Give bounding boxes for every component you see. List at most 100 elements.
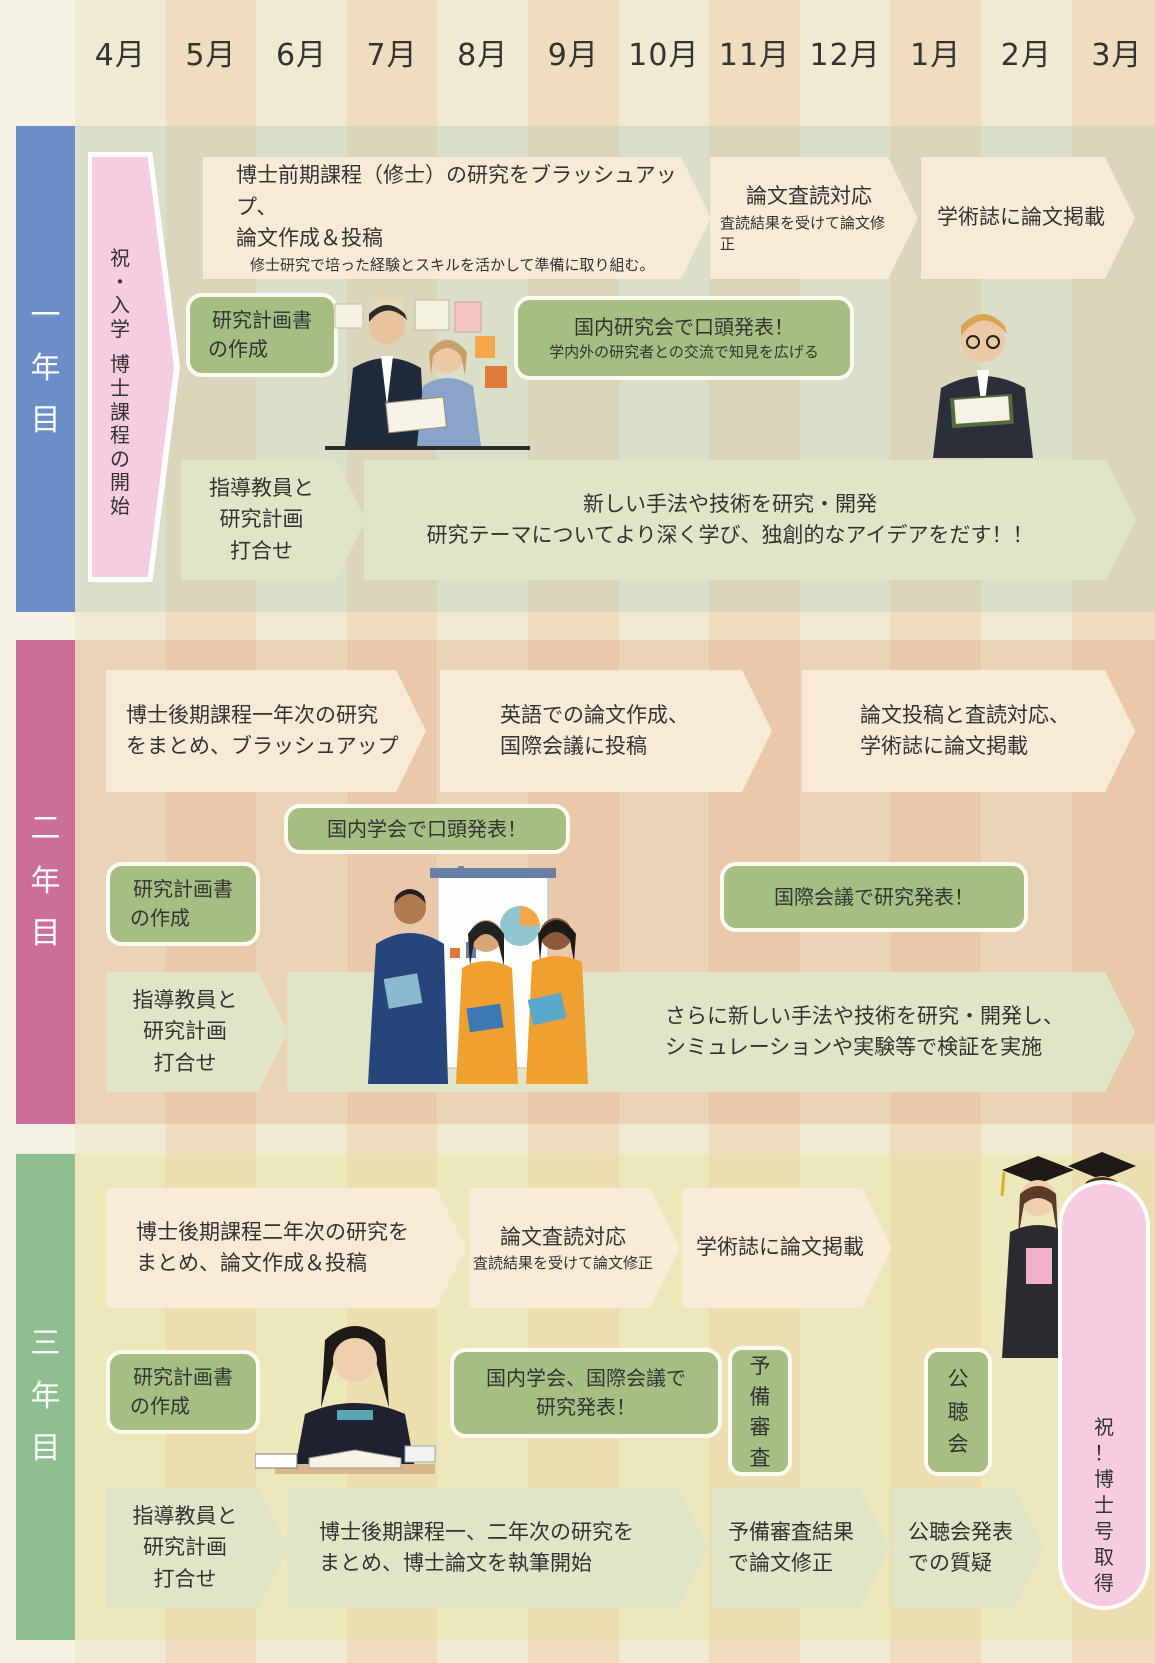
advisor-meeting-arrow: 指導教員と 研究計画 打合せ (181, 460, 366, 580)
text: まとめ、博士論文を執筆開始 (319, 1551, 592, 1575)
year-char: 三 (30, 1326, 61, 1362)
text: 学内外の研究者との交流で知見を広げる (549, 343, 819, 361)
text: 査読結果を受けて論文修正 (472, 1254, 653, 1273)
year1-summary-arrow: 博士後期課程一年次の研究 をまとめ、ブラッシュアップ (106, 670, 426, 792)
text: 研究計画書 (212, 308, 312, 332)
text: 国際会議で研究発表！ (774, 884, 974, 909)
text: 国際会議に投稿 (500, 734, 647, 758)
advisor-meeting-arrow: 指導教員と 研究計画 打合せ (106, 1488, 288, 1608)
text: をまとめ、ブラッシュアップ (126, 734, 399, 758)
thesis-writer-illustration (255, 1326, 436, 1474)
month-label: 10月 (628, 38, 700, 73)
text: 打合せ (153, 1566, 217, 1591)
start-label-char: 士 (110, 375, 130, 400)
text: 予備審査結果 (728, 1519, 854, 1544)
text: 国内学会で口頭発表！ (327, 816, 527, 841)
journal-publication-arrow: 学術誌に論文掲載 (682, 1188, 892, 1308)
degree-char: 博 (1094, 1467, 1114, 1491)
text: 指導教員と (209, 475, 314, 500)
text: 指導教員と (132, 1503, 238, 1528)
master-research-brushup-arrow: 博士前期課程（修士）の研究をブラッシュアップ、 論文作成＆投稿 修士研究で培った… (203, 157, 711, 279)
research-plan-pill: 研究計画書 の作成 (186, 293, 338, 377)
text: 学術誌に論文掲載 (696, 1235, 864, 1260)
thesis-writing-arrow: 博士後期課程一、二年次の研究を まとめ、博士論文を執筆開始 (287, 1488, 709, 1608)
public-hearing-qa-arrow: 公聴会発表 での質疑 (892, 1488, 1044, 1608)
public-hearing-char: 聴 (947, 1399, 969, 1424)
month-label: 7月 (366, 38, 418, 73)
start-label-char: 博 (110, 352, 130, 377)
text: 研究計画 (143, 1019, 227, 1044)
text: 研究計画 (143, 1535, 227, 1560)
text: 修士研究で培った経験とスキルを活かして準備に取り組む。 (250, 255, 655, 274)
presentation-illustration (368, 866, 588, 1084)
text: 学術誌に論文掲載 (937, 205, 1105, 230)
text: 研究テーマについてより深く学び、独創的なアイデアをだす！！ (426, 523, 1034, 547)
text: の作成 (130, 1394, 190, 1418)
degree-char: 祝 (1094, 1415, 1114, 1439)
prelim-char: 査 (749, 1445, 771, 1470)
advisor-meeting-arrow: 指導教員と 研究計画 打合せ (106, 972, 288, 1092)
text: 論文投稿と査読対応、 (860, 702, 1070, 727)
text: の作成 (130, 906, 190, 930)
text: 研究発表！ (536, 1395, 636, 1419)
text: 打合せ (153, 1050, 217, 1075)
text: 研究計画書 (133, 877, 233, 901)
month-label: 8月 (457, 38, 509, 73)
prelim-char: 予 (749, 1354, 771, 1378)
public-hearing-char: 会 (947, 1432, 969, 1457)
text: 公聴会発表 (908, 1519, 1013, 1544)
start-label-char: 始 (110, 493, 130, 518)
text: の作成 (208, 337, 268, 361)
text: 博士前期課程（修士）の研究をブラッシュアップ、 (236, 163, 677, 219)
thesis-revision-arrow: 予備審査結果 で論文修正 (712, 1488, 890, 1608)
year3-tab: 三 年 目 (16, 1154, 75, 1640)
text: で論文修正 (728, 1551, 833, 1575)
month-label: 2月 (1000, 38, 1052, 73)
text: 国内学会、国際会議で (486, 1366, 686, 1390)
text: 国内研究会で口頭発表！ (574, 315, 794, 339)
degree-char: ！ (1094, 1441, 1114, 1465)
conference-presentation-pill: 国内学会、国際会議で 研究発表！ (450, 1348, 722, 1438)
domestic-conference-pill: 国内学会で口頭発表！ (284, 804, 570, 854)
month-label: 12月 (809, 38, 881, 73)
year-char: 目 (30, 403, 61, 439)
text: まとめ、論文作成＆投稿 (136, 1251, 367, 1275)
text: 博士後期課程二年次の研究を (136, 1219, 409, 1244)
paper-review-arrow: 論文査読対応 査読結果を受けて論文修正 (470, 1188, 680, 1308)
year2-tab: 二 年 目 (16, 640, 75, 1124)
year-char: 年 (30, 350, 61, 386)
public-hearing-char: 公 (947, 1367, 969, 1392)
text: での質疑 (908, 1551, 992, 1575)
international-conference-pill: 国際会議で研究発表！ (720, 862, 1028, 932)
text: 新しい手法や技術を研究・開発 (583, 491, 877, 516)
text: 英語での論文作成、 (500, 702, 689, 727)
start-label-char: 開 (110, 470, 130, 495)
text: 博士後期課程一、二年次の研究を (319, 1519, 634, 1544)
start-label-char: 程 (110, 423, 130, 448)
text: 打合せ (230, 538, 293, 563)
new-methods-research-arrow: 新しい手法や技術を研究・開発 研究テーマについてより深く学び、独創的なアイデアを… (364, 460, 1136, 580)
text: 研究計画 (219, 507, 304, 532)
month-label: 5月 (185, 38, 237, 73)
month-label: 6月 (275, 38, 328, 73)
start-label-char: 課 (110, 399, 130, 424)
text: 査読結果を受けて論文修正 (720, 213, 886, 253)
researchers-illustration (325, 298, 530, 450)
year1-tab: 一 年 目 (16, 126, 75, 612)
journal-publication-arrow: 学術誌に論文掲載 (921, 157, 1135, 279)
year-char: 一 (30, 298, 61, 334)
degree-char: 得 (1094, 1571, 1114, 1595)
text: 学術誌に論文掲載 (860, 734, 1028, 758)
month-label: 9月 (547, 38, 599, 73)
year-char: 年 (30, 1378, 61, 1414)
research-plan-pill: 研究計画書 の作成 (106, 862, 260, 946)
start-label-char: 入 (110, 293, 130, 318)
text: 論文査読対応 (500, 1224, 626, 1249)
text: 博士後期課程一年次の研究 (126, 702, 378, 727)
degree-char: 号 (1094, 1519, 1114, 1543)
start-label-char: 学 (110, 316, 130, 341)
month-label: 4月 (94, 38, 146, 73)
paper-review-arrow: 論文査読対応 査読結果を受けて論文修正 (710, 157, 918, 279)
text: 論文査読対応 (746, 184, 872, 209)
year-char: 二 (30, 811, 61, 847)
